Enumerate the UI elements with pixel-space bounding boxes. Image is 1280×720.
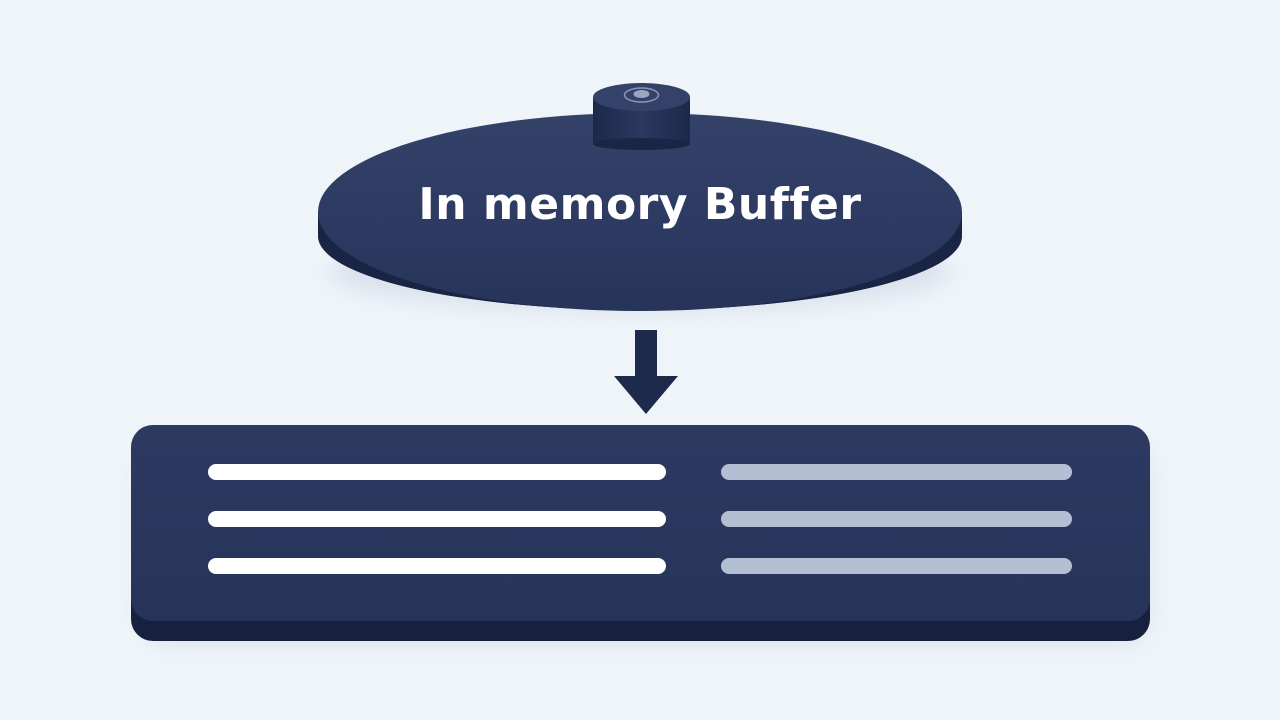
arrow-head — [614, 376, 678, 414]
output-panel — [131, 425, 1150, 645]
knob-cap — [633, 90, 650, 98]
text-lines-icon — [208, 464, 1072, 574]
knob-bottom — [593, 138, 690, 150]
buffer-label: In memory Buffer — [418, 178, 862, 230]
disc-top — [318, 113, 962, 311]
memory-disk-icon — [593, 83, 690, 150]
arrow-shaft — [635, 330, 657, 376]
knob-ring — [623, 87, 660, 103]
memory-buffer-disc — [318, 113, 962, 312]
arrow-down-icon — [614, 330, 678, 414]
